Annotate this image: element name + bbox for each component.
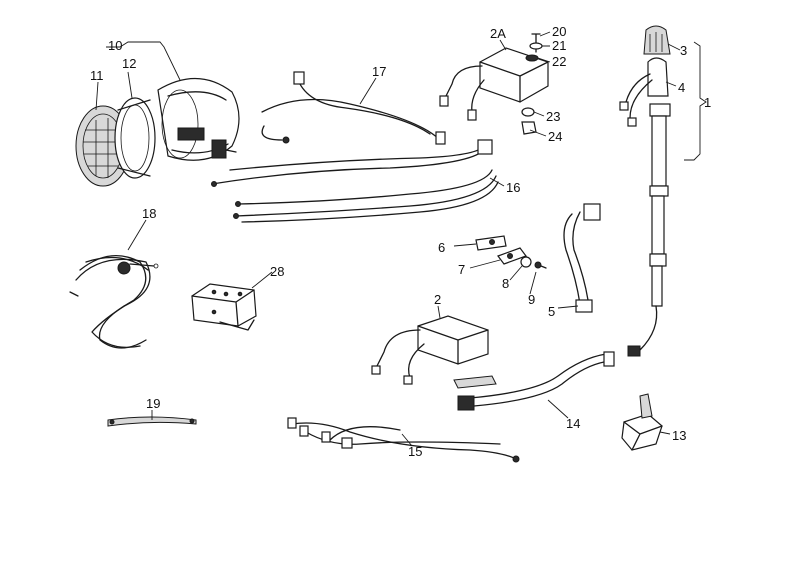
relay-box-2A [439, 33, 549, 135]
callout-13: 13 [672, 428, 686, 443]
callout-1: 1 [704, 95, 711, 110]
callout-16: 16 [506, 180, 520, 195]
callout-24: 24 [548, 129, 562, 144]
control-unit-28 [191, 283, 257, 331]
callout-6: 6 [438, 240, 445, 255]
callout-23: 23 [546, 109, 560, 124]
control-box-2 [371, 315, 497, 389]
callout-19: 19 [146, 396, 160, 411]
callout-labels: 10 11 12 17 16 2A 20 21 22 23 24 3 4 1 1… [90, 24, 711, 459]
callout-2A: 2A [490, 26, 506, 41]
callout-12: 12 [122, 56, 136, 71]
bracket-5 [563, 203, 601, 313]
callout-9: 9 [528, 292, 535, 307]
cable-harness-17 [261, 71, 446, 145]
callout-17: 17 [372, 64, 386, 79]
callout-18: 18 [142, 206, 156, 221]
callout-10: 10 [108, 38, 122, 53]
cable-harness-15 [287, 417, 520, 463]
callout-2: 2 [434, 292, 441, 307]
wiring-loom-18 [69, 255, 159, 349]
callout-4: 4 [678, 80, 685, 95]
callout-15: 15 [408, 444, 422, 459]
headlight-assembly [75, 77, 240, 187]
callout-11: 11 [90, 68, 104, 83]
callout-22: 22 [552, 54, 566, 69]
cable-14 [457, 351, 615, 411]
callout-28: 28 [270, 264, 284, 279]
callout-7: 7 [458, 262, 465, 277]
callout-8: 8 [502, 276, 509, 291]
switch-13 [621, 393, 663, 451]
cable-harness-16 [211, 139, 499, 223]
callout-3: 3 [680, 43, 687, 58]
bracket-parts-6-9 [475, 235, 547, 269]
callout-21: 21 [552, 38, 566, 53]
callout-5: 5 [548, 304, 555, 319]
strap-19 [107, 416, 197, 427]
callout-14: 14 [566, 416, 580, 431]
switch-stalk-assembly [619, 25, 671, 357]
leader-lines [95, 31, 707, 447]
callout-20: 20 [552, 24, 566, 39]
